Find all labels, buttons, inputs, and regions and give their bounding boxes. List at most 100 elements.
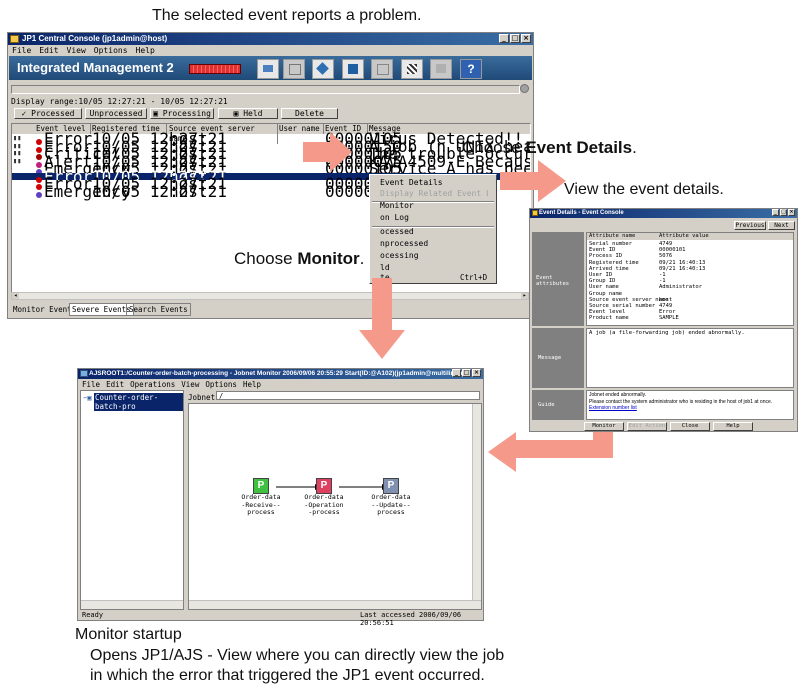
attr-value: 4749 bbox=[659, 241, 673, 247]
processing-label: Processing bbox=[162, 109, 211, 118]
menu-processed[interactable]: ocessed bbox=[380, 227, 414, 236]
next-button[interactable]: Next bbox=[768, 221, 795, 230]
job-icon: P bbox=[383, 478, 399, 494]
event-level-cell: Error bbox=[36, 168, 92, 184]
tree-item-jobnet[interactable]: Counter-order-batch-pro bbox=[94, 393, 183, 411]
ajs-menu-file[interactable]: File bbox=[82, 380, 101, 389]
toolbar-icon-2[interactable] bbox=[283, 59, 305, 79]
row-flag-icons: ▮▮▮▮▮▮▮▮ bbox=[13, 134, 22, 165]
unprocessed-button[interactable]: Unprocessed bbox=[85, 108, 147, 119]
menu-delete[interactable]: te bbox=[380, 273, 390, 282]
section-attrs: Event attributes bbox=[532, 232, 584, 326]
ajs-minimize-button[interactable]: _ bbox=[452, 369, 461, 377]
status-strip bbox=[11, 85, 520, 94]
menu-file[interactable]: File bbox=[12, 46, 32, 55]
scroll-left-arrow[interactable]: ◂ bbox=[12, 292, 19, 299]
message-cell: Virus Detected!! bbox=[369, 129, 524, 148]
menu-help[interactable]: Help bbox=[135, 46, 155, 55]
registered-time-cell: 10/05 12:27:21 bbox=[92, 174, 227, 193]
canvas-vscroll[interactable] bbox=[472, 404, 481, 602]
ajs-menu-edit[interactable]: Edit bbox=[106, 380, 125, 389]
toolbar-icon-6[interactable] bbox=[401, 59, 423, 79]
details-close-button[interactable]: × bbox=[788, 209, 795, 216]
menu-monitor[interactable]: Monitor bbox=[380, 201, 414, 210]
details-minimize-button[interactable]: _ bbox=[772, 209, 779, 216]
processed-button[interactable]: ✓ Processed bbox=[14, 108, 82, 119]
canvas-hscroll[interactable] bbox=[189, 600, 481, 609]
ajs-menu-help[interactable]: Help bbox=[242, 380, 262, 389]
col-message[interactable]: Message bbox=[369, 124, 401, 133]
toolbar-icon-3[interactable] bbox=[312, 59, 334, 79]
ajs-title: AJSROOT1:/Counter-order-batch-processing… bbox=[89, 370, 471, 377]
ajs-title-bar: AJSROOT1:/Counter-order-batch-processing… bbox=[78, 369, 483, 379]
tab-severe-events[interactable]: Severe Events bbox=[69, 303, 134, 316]
job-label: Order-data bbox=[304, 493, 344, 501]
menu-view[interactable]: View bbox=[66, 46, 86, 55]
menu-options[interactable]: Options bbox=[93, 46, 128, 55]
details-title-bar: Event Details - Event Console _ □ × bbox=[530, 209, 797, 218]
toolbar-icon-1[interactable] bbox=[257, 59, 279, 79]
col-user-name[interactable]: User name bbox=[279, 124, 324, 134]
processing-button[interactable]: ▣ Processing bbox=[150, 108, 214, 119]
help-icon[interactable]: ? bbox=[460, 59, 482, 79]
tab-monitor-events[interactable]: Monitor Events bbox=[13, 305, 77, 314]
horizontal-scrollbar[interactable]: ◂ ▸ bbox=[11, 292, 529, 300]
col-event-level[interactable]: Event level bbox=[36, 124, 91, 134]
menu-unprocessed[interactable]: nprocessed bbox=[380, 239, 429, 248]
details-maximize-button[interactable]: □ bbox=[780, 209, 787, 216]
maximize-button[interactable]: □ bbox=[510, 34, 520, 43]
ajs-menu-view[interactable]: View bbox=[181, 380, 200, 389]
ajs-menu-operations[interactable]: Operations bbox=[130, 380, 176, 389]
context-menu: Event Details Display Related Event List… bbox=[369, 174, 497, 284]
menu-action-log[interactable]: on Log bbox=[380, 213, 409, 222]
toolbar-icon-7[interactable] bbox=[430, 59, 452, 79]
details-close-dialog-button[interactable]: Close bbox=[670, 422, 710, 431]
held-label: Held bbox=[243, 109, 263, 118]
caption-cm-bold: Monitor bbox=[297, 249, 360, 268]
caption-monitor-startup: Monitor startup bbox=[75, 626, 182, 643]
ajs-menu-options[interactable]: Options bbox=[205, 380, 237, 389]
menu-display-related-event-list[interactable]: Display Related Event List bbox=[380, 189, 488, 198]
ajs-maximize-button[interactable]: □ bbox=[462, 369, 471, 377]
arrow-to-event-details bbox=[500, 160, 566, 202]
attr-name: Event ID bbox=[589, 247, 616, 254]
held-button[interactable]: ▣ Held bbox=[218, 108, 278, 119]
caption-monitor-desc-2: in which the error that triggered the JP… bbox=[90, 667, 485, 684]
ajs-close-button[interactable]: × bbox=[472, 369, 481, 377]
tab-search-events[interactable]: Search Events bbox=[126, 303, 191, 316]
attr-row: User ID-1 bbox=[587, 272, 793, 278]
previous-button[interactable]: Previous bbox=[734, 221, 766, 230]
jobnet-label: Jobnet bbox=[188, 393, 216, 402]
source-server-cell: host bbox=[169, 144, 208, 163]
details-edit-action-button[interactable]: Edit Action bbox=[627, 422, 667, 431]
menu-edit[interactable]: Edit bbox=[39, 46, 59, 55]
col-source-server[interactable]: Source event server name bbox=[169, 124, 278, 144]
toolbar-icon-4[interactable] bbox=[342, 59, 364, 79]
menu-event-details[interactable]: Event Details bbox=[380, 178, 443, 187]
delete-button[interactable]: Delete bbox=[281, 108, 338, 119]
attr-value: host bbox=[659, 296, 673, 303]
details-monitor-button[interactable]: Monitor bbox=[584, 422, 624, 431]
attr-name: Process ID bbox=[589, 253, 623, 260]
menu-held[interactable]: ld bbox=[380, 263, 390, 272]
col-event-id[interactable]: Event ID bbox=[325, 124, 368, 134]
registered-time-cell: 10/05 12:27:21 bbox=[92, 144, 227, 163]
tree-hscroll[interactable] bbox=[81, 600, 183, 609]
col-registered-time[interactable]: Registered time bbox=[92, 124, 167, 134]
menu-delete-shortcut: Ctrl+D bbox=[460, 273, 488, 282]
toolbar-icon-5[interactable] bbox=[371, 59, 393, 79]
close-button[interactable]: × bbox=[521, 34, 531, 43]
minimize-button[interactable]: _ bbox=[499, 34, 509, 43]
scroll-right-arrow[interactable]: ▸ bbox=[521, 292, 528, 299]
details-help-button[interactable]: Help bbox=[713, 422, 753, 431]
guide-link[interactable]: Extension number list bbox=[589, 405, 637, 411]
menu-processing[interactable]: ocessing bbox=[380, 251, 419, 260]
